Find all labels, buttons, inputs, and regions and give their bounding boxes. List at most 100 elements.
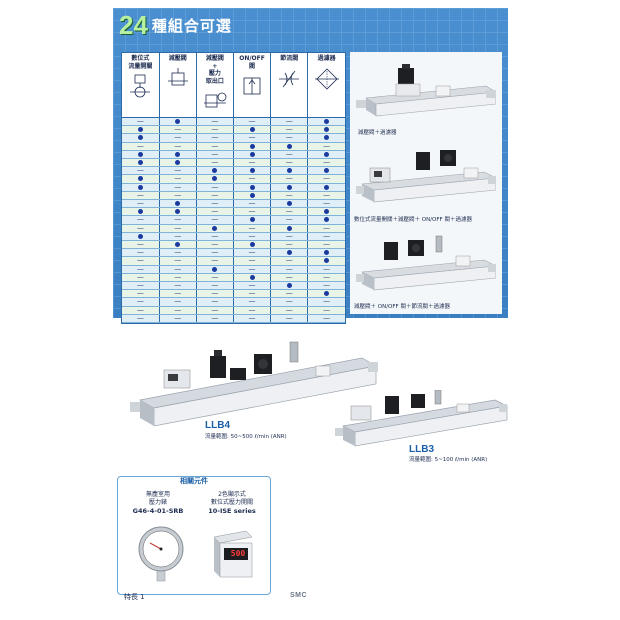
not-included-mark: — [136, 199, 144, 208]
llb4-model-label: LLB4 [205, 420, 230, 431]
example-caption-3: 減壓閥＋ ON/OFF 閥＋節流閥＋過濾器 [354, 304, 450, 310]
switch-desc-2: 數位式壓力開關 [210, 499, 253, 506]
not-included-mark: — [211, 256, 219, 265]
table-row: ———— [122, 224, 345, 233]
table-cell: — [270, 150, 309, 160]
not-included-mark: — [136, 305, 144, 314]
not-included-mark: — [285, 256, 293, 265]
not-included-mark: — [323, 141, 331, 150]
table-cell: — [196, 249, 234, 258]
table-row: —— [122, 150, 345, 160]
table-cell [270, 199, 309, 209]
included-dot-icon [249, 143, 255, 149]
table-cell [307, 117, 345, 127]
table-cell: — [307, 306, 345, 315]
not-included-mark: — [211, 281, 219, 290]
column-header: 過濾器 [307, 53, 345, 118]
included-dot-icon [212, 168, 218, 174]
table-cell [233, 215, 272, 225]
table-cell [307, 166, 345, 176]
not-included-mark: — [211, 297, 219, 306]
table-cell: — [159, 273, 197, 283]
table-cell: — [122, 273, 160, 283]
included-dot-icon [137, 151, 143, 157]
table-cell [270, 183, 309, 192]
not-included-mark: — [285, 190, 293, 199]
regulator-symbol-icon [167, 67, 188, 85]
on-off-valve-symbol-icon [243, 77, 261, 95]
table-cell: — [196, 297, 234, 307]
table-cell: — [196, 240, 234, 250]
table-cell [233, 183, 272, 192]
included-dot-icon [137, 209, 143, 215]
not-included-mark: — [174, 133, 182, 142]
not-included-mark: — [174, 256, 182, 265]
table-cell [270, 248, 309, 258]
pressure-gauge-icon [138, 526, 184, 582]
included-dot-icon [137, 160, 143, 166]
column-header-label: 數位式流量開關 [128, 55, 153, 70]
included-dot-icon [324, 119, 330, 124]
table-cell: — [270, 216, 309, 225]
example-manifold-1 [356, 64, 496, 117]
table-cell [122, 150, 160, 160]
table-cell: — [196, 126, 234, 135]
not-included-mark: — [323, 313, 331, 322]
table-cell: — [307, 232, 345, 242]
included-dot-icon [324, 250, 330, 256]
not-included-mark: — [248, 256, 256, 265]
table-cell: — [233, 224, 272, 233]
table-cell: — [122, 215, 160, 225]
not-included-mark: — [285, 133, 293, 142]
not-included-mark: — [136, 141, 144, 150]
table-cell: — [196, 306, 234, 315]
not-included-mark: — [174, 264, 182, 273]
not-included-mark: — [211, 215, 219, 224]
switch-display-value: 500 [230, 549, 246, 558]
llb3-flow-range: 流量範圍: 5~100 ℓ/min (ANR) [409, 457, 488, 463]
table-cell [270, 166, 309, 176]
included-dot-icon [249, 242, 255, 248]
table-cell: — [122, 190, 160, 201]
included-dot-icon [212, 176, 218, 182]
included-dot-icon [212, 266, 218, 272]
not-included-mark: — [136, 215, 144, 224]
not-included-mark: — [285, 240, 293, 249]
not-included-mark: — [285, 125, 293, 134]
table-cell: — [196, 232, 234, 242]
smc-logo: SMC [290, 592, 308, 599]
gauge-desc-1: 無塵室用 [145, 491, 170, 498]
not-included-mark: — [174, 281, 182, 290]
column-header-label: 減壓閥 [168, 55, 187, 62]
table-cell [270, 142, 309, 151]
not-included-mark: — [211, 199, 219, 208]
table-cell: — [122, 290, 160, 299]
table-cell: — [233, 208, 272, 217]
table-cell: — [159, 175, 197, 184]
table-cell: — [196, 273, 234, 283]
table-cell [122, 232, 160, 242]
regulator-gauge-symbol-icon [203, 92, 227, 108]
table-cell: — [159, 142, 197, 151]
not-included-mark: — [323, 281, 331, 290]
not-included-mark: — [248, 133, 256, 142]
column-header: 數位式流量開關 [122, 53, 160, 118]
not-included-mark: — [285, 297, 293, 306]
table-row: ——— [122, 208, 345, 217]
not-included-mark: — [323, 174, 331, 183]
table-cell [122, 158, 160, 168]
table-cell [122, 174, 160, 184]
included-dot-icon [137, 233, 143, 239]
table-cell: — [307, 240, 345, 250]
table-cell [196, 174, 234, 184]
not-included-mark: — [285, 272, 293, 281]
not-included-mark: — [174, 289, 182, 298]
table-cell: — [307, 158, 345, 168]
column-header: 減壓閥+壓力取出口 [196, 53, 234, 118]
not-included-mark: — [136, 190, 144, 199]
not-included-mark: — [323, 272, 331, 281]
column-header-label: 減壓閥+壓力取出口 [205, 55, 224, 85]
table-cell: — [122, 199, 160, 209]
table-cell: — [233, 256, 272, 266]
table-cell: — [270, 158, 309, 168]
